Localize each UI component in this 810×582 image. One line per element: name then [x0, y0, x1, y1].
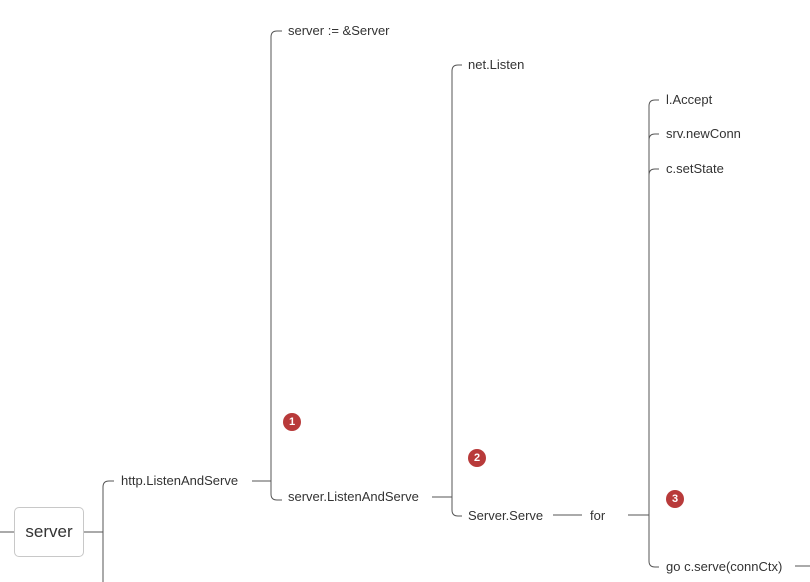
- node-new-conn[interactable]: srv.newConn: [666, 126, 741, 141]
- node-server-serve[interactable]: Server.Serve: [468, 508, 544, 523]
- marker-badge-3: 3: [666, 490, 684, 508]
- marker-badge-1: 1: [283, 413, 301, 431]
- node-for-loop[interactable]: for: [590, 508, 606, 523]
- node-server-listen-and-serve[interactable]: server.ListenAndServe: [288, 489, 419, 504]
- node-set-state[interactable]: c.setState: [666, 161, 724, 176]
- node-net-listen[interactable]: net.Listen: [468, 57, 525, 72]
- root-node-server[interactable]: server: [14, 507, 84, 557]
- node-accept[interactable]: l.Accept: [666, 92, 713, 107]
- node-http-listen-and-serve[interactable]: http.ListenAndServe: [121, 473, 239, 488]
- node-server-init[interactable]: server := &Server: [288, 23, 390, 38]
- marker-badge-2: 2: [468, 449, 486, 467]
- node-go-serve[interactable]: go c.serve(connCtx): [666, 559, 783, 574]
